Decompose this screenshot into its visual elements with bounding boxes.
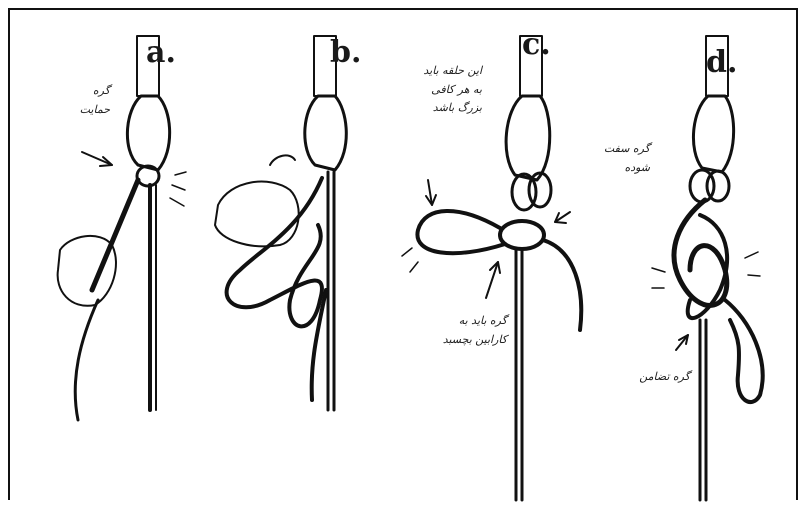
pointer-arrow-a (82, 152, 112, 165)
annotation-c-top-line: به هر کافی (392, 81, 482, 100)
rope-left-loop-c (417, 211, 505, 253)
annotation-a: گره حمایت (40, 82, 110, 119)
rope-tail-a (75, 300, 98, 420)
panel-label-b: b. (330, 38, 361, 68)
annotation-c-right-line: گره سفت (570, 140, 650, 159)
rope-loop-b (227, 178, 322, 326)
rope-standing-b (328, 172, 334, 410)
annotation-a-line: گره (40, 82, 110, 101)
annotation-c-right: گره سفت شوده (570, 140, 650, 177)
annotation-c-right-line: شوده (570, 159, 650, 178)
panel-label-d: d. (706, 48, 737, 78)
annotation-c-bottom-line: گره باید به (412, 312, 507, 331)
carabiner-c (506, 96, 550, 180)
hand-a (58, 236, 116, 306)
panel-b-illustration (215, 36, 346, 410)
annotation-a-line: حمایت (40, 101, 110, 120)
hand-b (215, 182, 299, 247)
annotation-c-top: این حلقه باید به هر کافی بزرگ باشد (392, 62, 482, 118)
annotation-d-line: گره تضامن (618, 368, 690, 387)
annotation-c-top-line: بزرگ باشد (392, 99, 482, 118)
panel-label-c: c. (522, 30, 551, 60)
carabiner-a (127, 96, 169, 170)
annotation-d: گره تضامن (618, 368, 690, 387)
rope-standing-c (516, 250, 522, 500)
rope-standing-d (700, 320, 706, 500)
rope-tail-loop-d (725, 300, 763, 402)
annotation-c-bottom: گره باید به کارابین بچسبد (412, 312, 507, 349)
annotation-c-top-line: این حلقه باید (392, 62, 482, 81)
carabiner-d (693, 96, 733, 172)
rope-right-tail-c (543, 240, 581, 330)
panel-label-a: a. (146, 38, 176, 68)
panel-d-illustration (652, 36, 763, 500)
annotation-c-bottom-line: کارابین بچسبد (412, 331, 507, 350)
carabiner-b (305, 96, 346, 170)
